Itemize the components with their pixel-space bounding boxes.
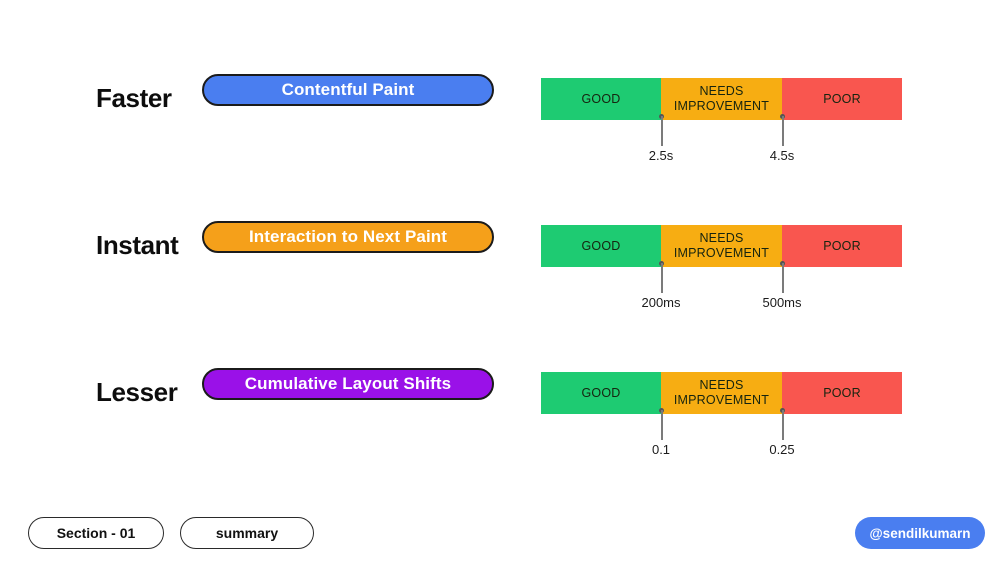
author-handle-badge[interactable]: @sendilkumarn <box>855 517 985 549</box>
metric-pill-label: Interaction to Next Paint <box>248 227 448 246</box>
footer-summary-label: summary <box>215 525 279 541</box>
footer-section-button[interactable]: Section - 01 <box>28 517 164 549</box>
tick-label-poor: 0.25 <box>769 442 795 457</box>
tick-label-good: 200ms <box>641 295 681 310</box>
tick-line <box>782 263 784 293</box>
segment-needs-improvement: NEEDS IMPROVEMENT <box>661 225 782 267</box>
tick-label-good: 2.5s <box>648 148 674 163</box>
metric-pill-label: Contentful Paint <box>281 80 415 99</box>
tick-label-poor: 4.5s <box>769 148 795 163</box>
segment-poor: POOR <box>782 372 902 414</box>
metric-pill-cumulative-layout-shifts[interactable]: Cumulative Layout Shifts <box>202 368 494 400</box>
metric-row-cumulative-layout-shifts: Lesser Cumulative Layout Shifts GOOD NEE… <box>0 356 1000 466</box>
metric-pill-label: Cumulative Layout Shifts <box>244 374 452 393</box>
threshold-bar-cumulative-layout-shifts: GOOD NEEDS IMPROVEMENT POOR 0.1 0.25 <box>541 372 902 462</box>
author-handle-label: @sendilkumarn <box>869 525 971 541</box>
row-speed-label: Faster <box>96 83 172 113</box>
segment-good: GOOD <box>541 372 661 414</box>
metric-pill-interaction-to-next-paint[interactable]: Interaction to Next Paint <box>202 221 494 253</box>
segment-poor: POOR <box>782 78 902 120</box>
threshold-bar: GOOD NEEDS IMPROVEMENT POOR <box>541 78 902 120</box>
threshold-bar: GOOD NEEDS IMPROVEMENT POOR <box>541 225 902 267</box>
segment-needs-improvement-label: NEEDS IMPROVEMENT <box>673 84 770 113</box>
segment-good-label: GOOD <box>581 91 621 106</box>
tick-label-good: 0.1 <box>651 442 671 457</box>
threshold-bar-contentful-paint: GOOD NEEDS IMPROVEMENT POOR 2.5s 4.5s <box>541 78 902 168</box>
metric-row-interaction-to-next-paint: Instant Interaction to Next Paint GOOD N… <box>0 209 1000 319</box>
tick-line <box>661 263 663 293</box>
segment-poor-label: POOR <box>823 238 861 253</box>
segment-poor-label: POOR <box>823 91 861 106</box>
row-speed-label: Lesser <box>96 377 178 407</box>
tick-line <box>782 410 784 440</box>
footer-summary-button[interactable]: summary <box>180 517 314 549</box>
segment-poor-label: POOR <box>823 385 861 400</box>
footer-section-label: Section - 01 <box>56 525 136 541</box>
tick-line <box>661 116 663 146</box>
segment-good-label: GOOD <box>581 238 621 253</box>
segment-needs-improvement: NEEDS IMPROVEMENT <box>661 78 782 120</box>
segment-needs-improvement: NEEDS IMPROVEMENT <box>661 372 782 414</box>
metric-pill-contentful-paint[interactable]: Contentful Paint <box>202 74 494 106</box>
segment-good: GOOD <box>541 78 661 120</box>
tick-line <box>782 116 784 146</box>
tick-line <box>661 410 663 440</box>
segment-needs-improvement-label: NEEDS IMPROVEMENT <box>673 231 770 260</box>
segment-good: GOOD <box>541 225 661 267</box>
threshold-bar-interaction-to-next-paint: GOOD NEEDS IMPROVEMENT POOR 200ms 500ms <box>541 225 902 315</box>
row-speed-label: Instant <box>96 230 179 260</box>
segment-good-label: GOOD <box>581 385 621 400</box>
metric-row-contentful-paint: Faster Contentful Paint GOOD NEEDS IMPRO… <box>0 62 1000 172</box>
tick-label-poor: 500ms <box>762 295 802 310</box>
segment-needs-improvement-label: NEEDS IMPROVEMENT <box>673 378 770 407</box>
segment-poor: POOR <box>782 225 902 267</box>
threshold-bar: GOOD NEEDS IMPROVEMENT POOR <box>541 372 902 414</box>
